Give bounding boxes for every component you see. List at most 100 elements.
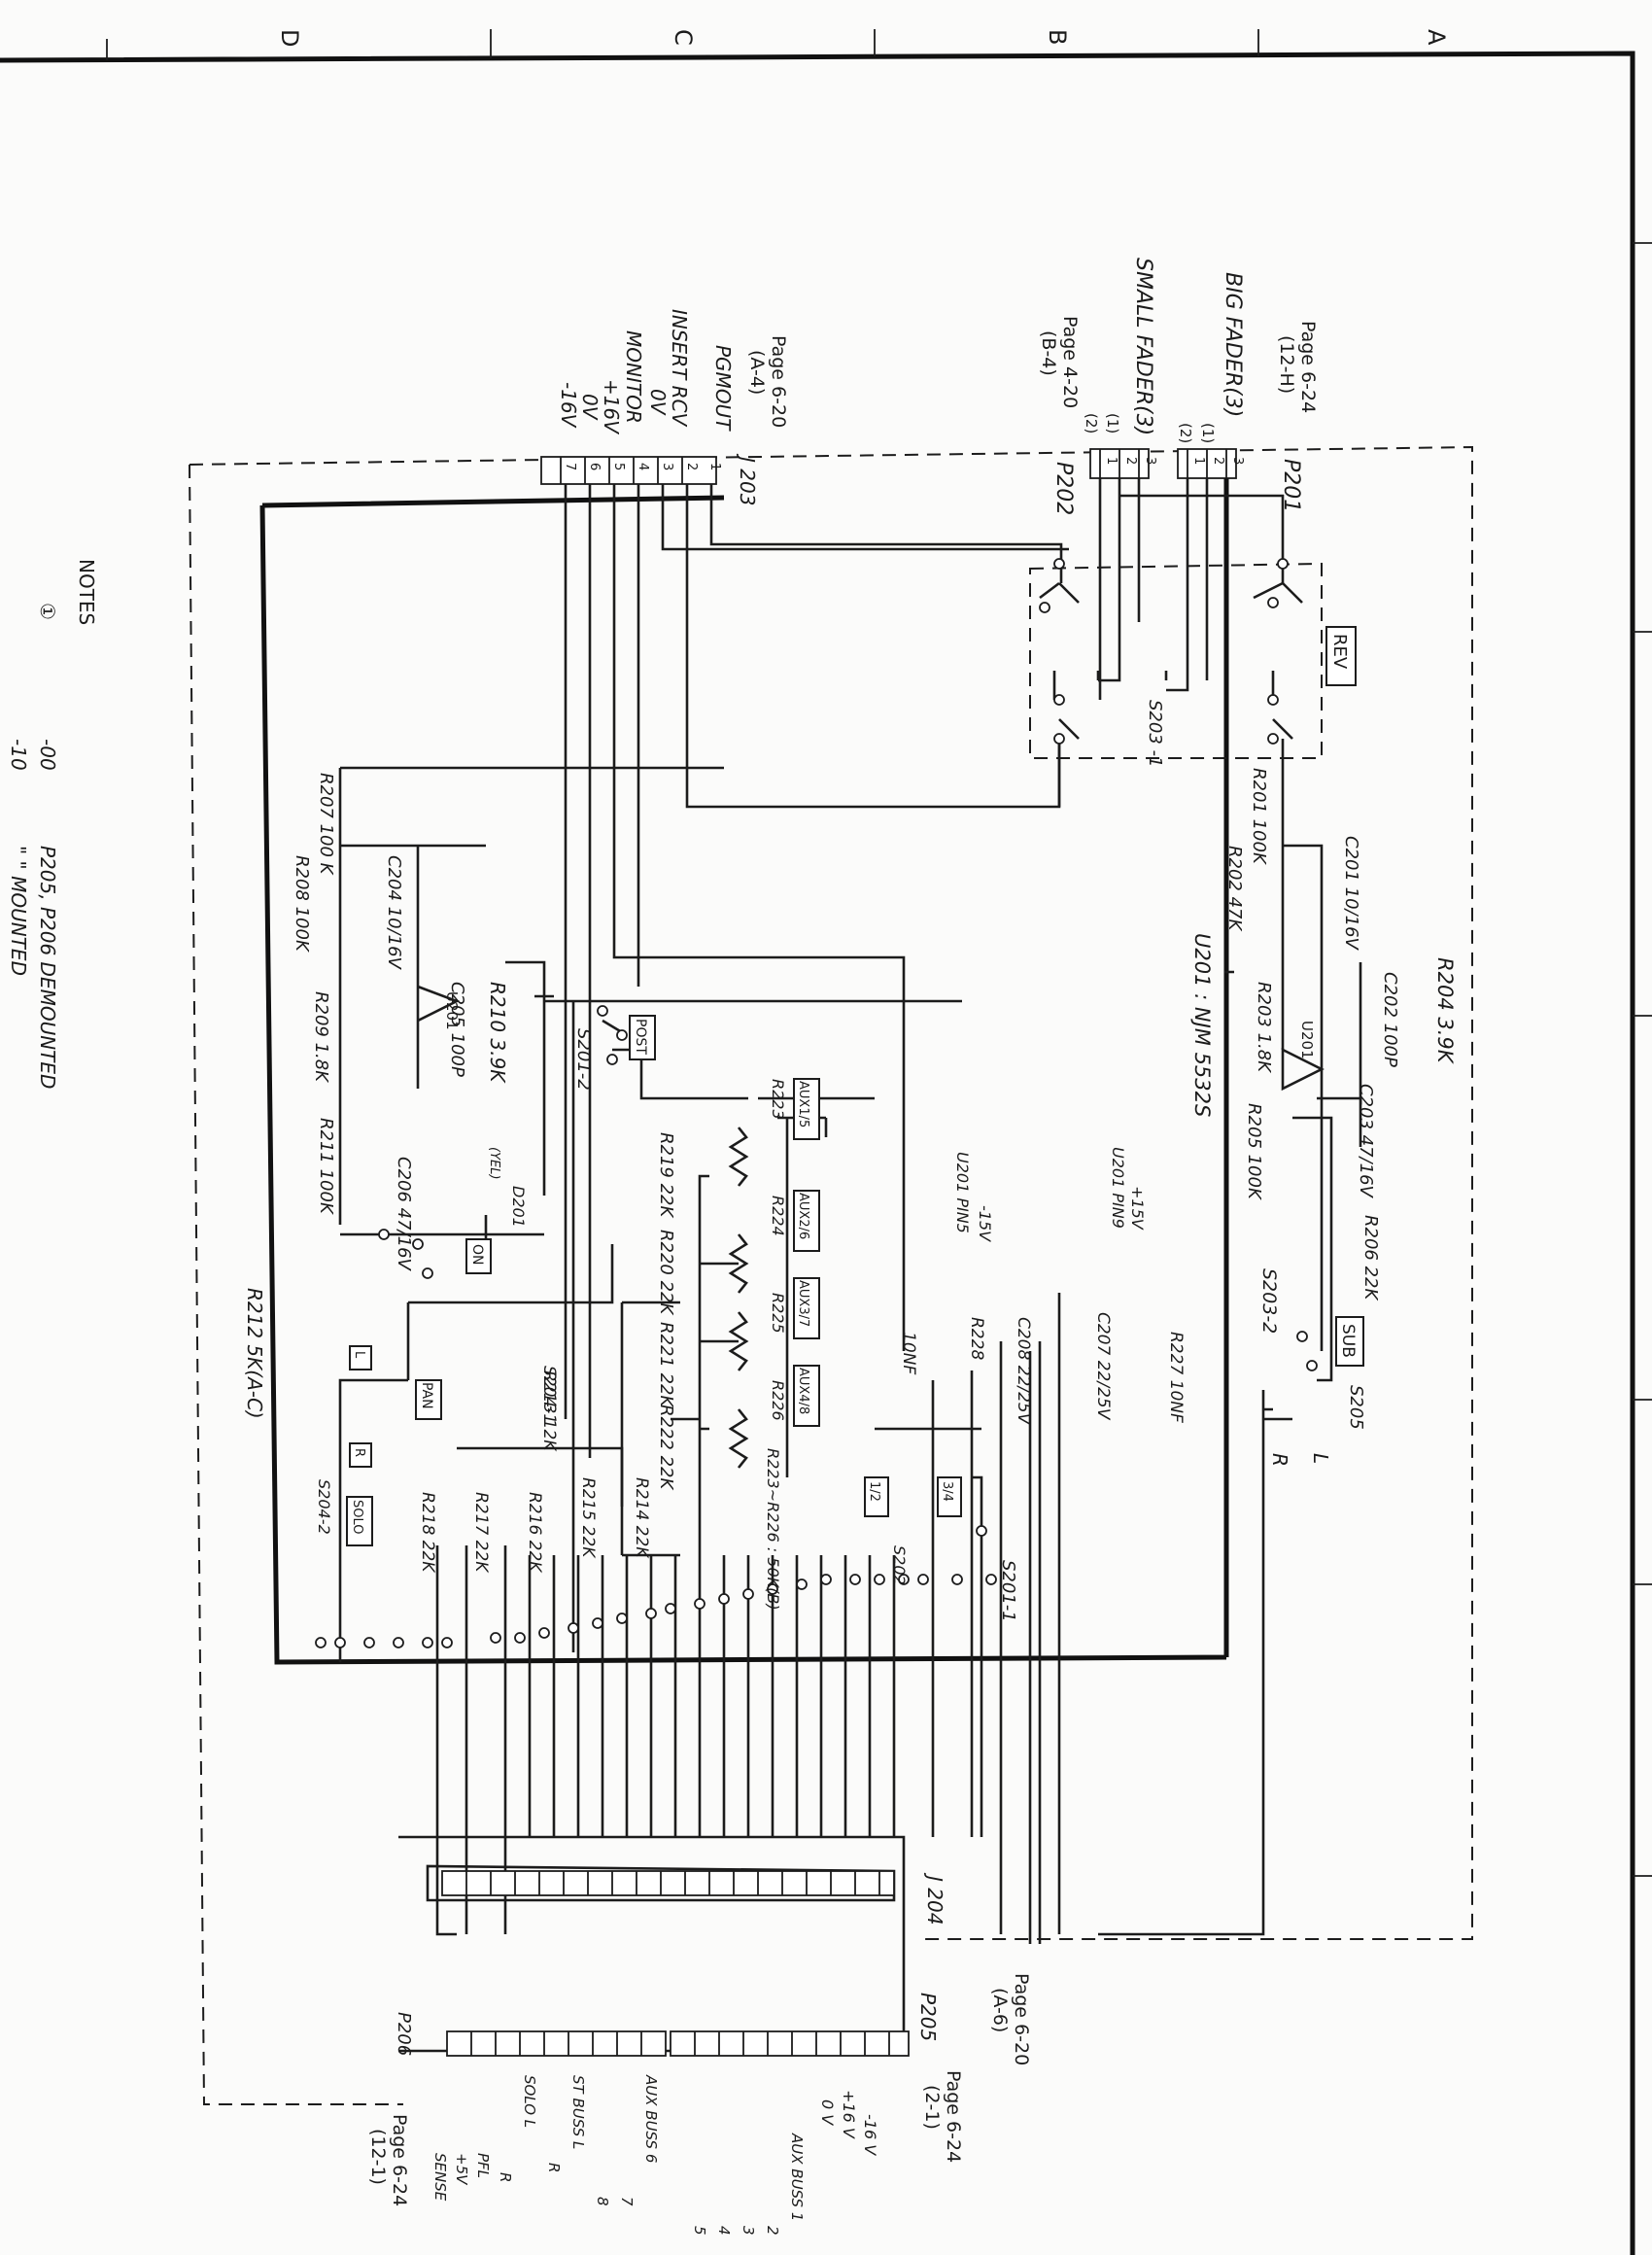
ref-j203-cell: (A-4)	[746, 350, 768, 395]
bus-label-12: ST BUSS L	[569, 2075, 587, 2149]
p205-label: P205	[916, 1993, 940, 2041]
notes-line2-text: " " MOUNTED	[7, 846, 30, 976]
u201-pin9-label: U201 PIN9	[1109, 1147, 1127, 1229]
aux-pot-1-label: AUX1/5	[796, 1081, 810, 1128]
j203-pin-5: 5	[611, 463, 626, 470]
ref-p206: Page 6-24 (12-1)	[367, 2114, 410, 2206]
r218-label: R218 22K	[418, 1492, 437, 1574]
r222-label: R222 22K	[656, 1405, 676, 1490]
on-switch-label: ON	[469, 1244, 485, 1266]
notes-line2-code: -10	[7, 739, 30, 771]
s205-label: S205	[1346, 1385, 1366, 1430]
plus15-label: +15V	[1128, 1186, 1147, 1231]
r226-label: R226	[769, 1380, 787, 1421]
border-letter-a: A	[1423, 29, 1450, 46]
bus-label-16: PFL	[474, 2153, 492, 2178]
ref-p202-page: Page 4-20	[1059, 316, 1081, 408]
ref-j203-page: Page 6-20	[768, 335, 789, 428]
r208-label: R208 100K	[292, 855, 312, 953]
p206-label: P206	[394, 2012, 414, 2056]
fader-pin-label-3: (1)	[1104, 413, 1121, 434]
ref-right-cell: (2-1)	[921, 2085, 943, 2130]
j203-pin-2: 2	[684, 463, 699, 470]
ref-right: Page 6-24 (2-1)	[921, 2070, 964, 2163]
ref-p206-cell: (12-1)	[367, 2129, 389, 2185]
r204-label: R204 3.9K	[1433, 957, 1457, 1065]
p201-pin-3: 3	[1230, 457, 1245, 465]
j203-signal-4: MONITOR	[622, 330, 645, 424]
j203-signal-2: INSERT RCV	[668, 309, 691, 428]
ref-p206-page: Page 6-24	[389, 2114, 410, 2206]
connector-p206: P206	[394, 2012, 667, 2057]
sheet-frame: A B C D	[0, 29, 1652, 2255]
fader-label-small: SMALL FADER(3)	[1131, 258, 1155, 435]
u201-lower-label: U201	[443, 991, 461, 1030]
r205-label: R205 100K	[1244, 1103, 1264, 1200]
rev-switch-label: REV	[1329, 634, 1350, 670]
p202-pin-1: 1	[1104, 457, 1119, 465]
select-1-2-label: 1/2	[867, 1481, 881, 1502]
j203-signal-list: PGMOUT INSERT RCV 0V MONITOR +16V 0V -16…	[557, 309, 735, 434]
ref-fader-cell: (12-H)	[1276, 335, 1297, 394]
ref-p205: Page 6-20 (A-6)	[989, 1973, 1032, 2065]
bus-label-7: +16 V	[840, 2090, 858, 2139]
connector-p201: 3 2 1 P201	[1177, 448, 1303, 512]
d201-label: D201	[509, 1186, 528, 1228]
s202-label: S202	[890, 1545, 909, 1585]
bus-labels: AUX BUSS 1 2 3 4 5 -16 V +16 V 0 V AUX B…	[431, 2074, 879, 2236]
fader-pin-label-1: (1)	[1199, 423, 1217, 443]
minus15-label: -15V	[976, 1205, 994, 1242]
r223-label: R223	[769, 1079, 787, 1120]
sub-switch-label: SUB	[1338, 1324, 1358, 1358]
aux-pot-3-label: AUX3/7	[796, 1280, 810, 1327]
bus-label-10: 7	[618, 2197, 636, 2206]
r221-label: R221 22K	[656, 1322, 676, 1407]
j203-pin-7: 7	[563, 463, 577, 470]
r211-label: R211 100K	[316, 1118, 336, 1215]
pan-r-label: R	[352, 1448, 366, 1457]
led-colour-label: (YEL)	[487, 1147, 501, 1180]
p202-pin-3: 3	[1143, 457, 1157, 465]
bus-label-17: +5V	[453, 2153, 470, 2186]
bus-label-15: R	[497, 2172, 514, 2182]
ref-right-page: Page 6-24	[943, 2070, 964, 2163]
r219-label: R219 22K	[656, 1132, 676, 1218]
r217-label: R217 22K	[471, 1492, 491, 1574]
j203-label: J 203	[736, 453, 759, 505]
p202-pin-2: 2	[1123, 457, 1138, 465]
connector-j203: 1 2 3 4 5 6 7 J 203	[540, 453, 759, 505]
bus-label-14: SOLO L	[521, 2075, 538, 2128]
fader-pin-label-4: (2)	[1083, 413, 1100, 434]
bus-label-2: 2	[764, 2226, 781, 2236]
s201-2-label: S201-2	[573, 1028, 594, 1091]
r223-226-value-label: R223~R226 : 50K(B)	[764, 1448, 782, 1611]
bus-label-1: AUX BUSS 1	[788, 2133, 806, 2221]
notes-number: ①	[36, 603, 59, 620]
switch-dots	[315, 558, 1318, 1648]
r210-label: R210 3.9K	[486, 982, 509, 1084]
post-switch-label: POST	[633, 1019, 648, 1055]
r207-label: R207 100 K	[316, 773, 336, 876]
c204-label: C204 10/16V	[384, 855, 404, 971]
r228-value-label: 10NF	[899, 1332, 918, 1374]
ref-j203: Page 6-20 (A-4)	[746, 335, 789, 428]
r220-label: R220 22K	[656, 1230, 676, 1315]
j204-label: J 204	[923, 1872, 946, 1925]
c201-label: C201 10/16V	[1341, 836, 1361, 952]
j203-pin-4: 4	[636, 463, 650, 470]
ref-p202: Page 4-20 (B-4)	[1038, 316, 1081, 408]
switch-labels: REV S203 -1 S203-2 SUB POST S201-2 ON PA…	[315, 626, 1366, 1622]
u201-type-label: U201 : NJM 5532S	[1190, 933, 1214, 1117]
ref-p205-page: Page 6-20	[1011, 1973, 1032, 2065]
s203-1-label: S203 -1	[1145, 700, 1165, 767]
ref-p205-cell: (A-6)	[989, 1988, 1011, 2032]
r209-label: R209 1.8K	[311, 991, 331, 1083]
j203-pin-1: 1	[707, 463, 722, 470]
s203-2-label: S203-2	[1258, 1268, 1280, 1334]
c205-label: C205 100P	[447, 982, 467, 1077]
r206-label: R206 22K	[1360, 1215, 1381, 1301]
r216-label: R216 22K	[525, 1492, 544, 1574]
r202-label: R202 47K	[1224, 846, 1245, 931]
j203-pin-6: 6	[587, 463, 602, 470]
notes-block: NOTES ① -00 P205, P206 DEMOUNTED -10 " "…	[7, 559, 98, 1089]
